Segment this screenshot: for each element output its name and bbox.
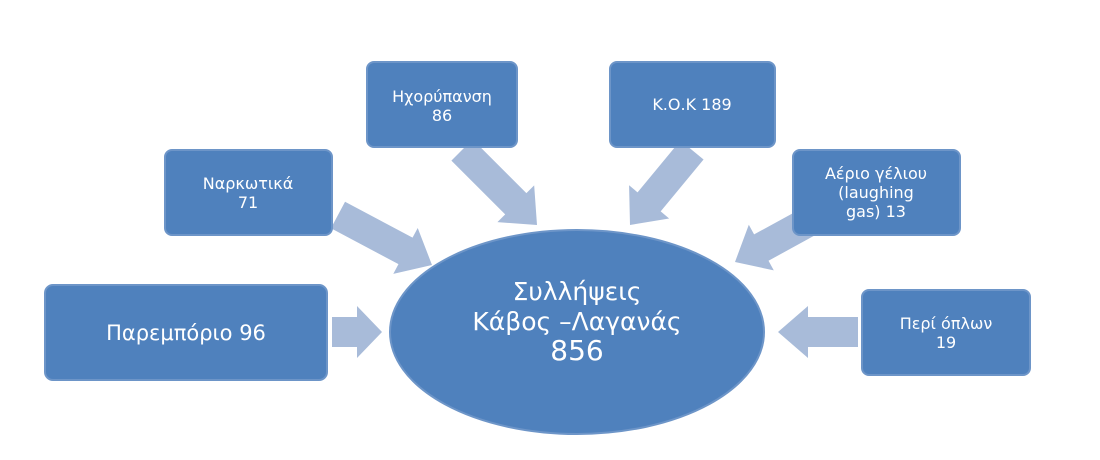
node-label: Ηχορύπανση (392, 87, 492, 106)
node-label: Κ.Ο.Κ 189 (652, 95, 731, 114)
node-value: 86 (432, 106, 452, 125)
arrow-ixorypansi (451, 139, 537, 225)
node-value: 71 (238, 193, 258, 212)
node-kok: Κ.Ο.Κ 189 (609, 61, 776, 148)
node-value: 19 (936, 333, 956, 352)
node-label: Ναρκωτικά (203, 174, 294, 193)
node-paremporio: Παρεμπόριο 96 (44, 284, 328, 381)
arrow-paremporio (332, 306, 382, 358)
node-value: gas) 13 (846, 202, 906, 221)
node-label-2: (laughing (838, 183, 914, 202)
arrow-kok (629, 140, 704, 225)
center-total: 856 (550, 334, 603, 367)
node-aerio: Αέριο γέλιου (laughing gas) 13 (792, 149, 961, 236)
node-narkotika: Ναρκωτικά 71 (164, 149, 333, 236)
center-ellipse (389, 229, 765, 435)
center-subtitle: Κάβος –Λαγανάς (472, 307, 681, 336)
arrow-narkotika (330, 201, 432, 274)
node-ixorypansi: Ηχορύπανση 86 (366, 61, 518, 148)
node-label: Περί όπλων (900, 314, 993, 333)
center-title: Συλλήψεις (513, 277, 642, 306)
node-opla: Περί όπλων 19 (861, 289, 1031, 376)
node-label: Παρεμπόριο 96 (106, 321, 266, 345)
node-label: Αέριο γέλιου (825, 164, 927, 183)
arrow-opla (778, 306, 858, 358)
